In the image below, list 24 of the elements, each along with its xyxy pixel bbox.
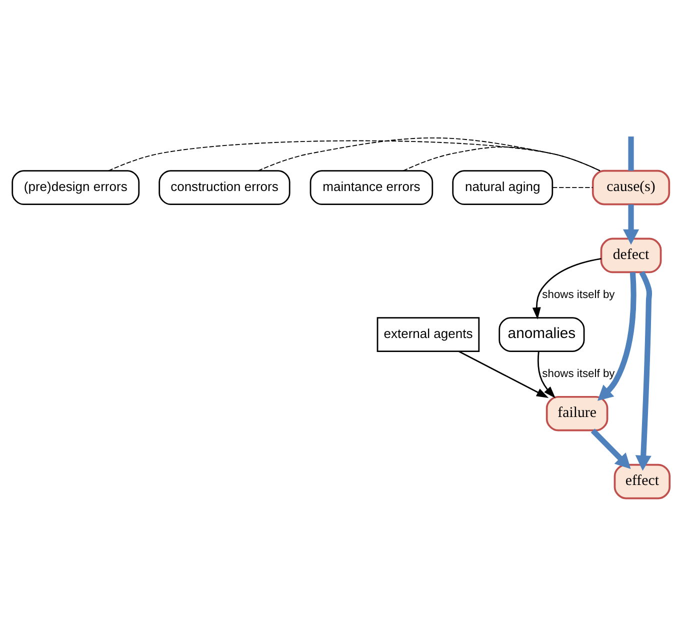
arrow <box>590 428 631 470</box>
edge-label: shows itself by <box>542 368 615 380</box>
connector <box>258 137 600 172</box>
node-box: maintance errors <box>310 170 434 205</box>
connector <box>108 140 600 172</box>
connector <box>552 187 594 188</box>
arrow <box>532 258 602 320</box>
node-box: cause(s) <box>592 170 670 206</box>
node-box: failure <box>546 396 608 432</box>
arrow <box>623 204 640 245</box>
arrow <box>597 272 636 401</box>
node-box: external agents <box>376 317 480 352</box>
node-box: construction errors <box>158 170 290 205</box>
node-box: defect <box>600 238 662 274</box>
connector <box>402 146 600 172</box>
node-box: natural aging <box>452 170 554 205</box>
node-box: effect <box>614 464 671 500</box>
arrow <box>635 270 652 471</box>
arrow <box>458 350 549 398</box>
node-box: (pre)design errors <box>12 170 140 205</box>
arrow <box>537 351 556 398</box>
node-box: anomalies <box>498 317 585 352</box>
connector <box>628 136 634 171</box>
edge-label: shows itself by <box>542 288 615 301</box>
